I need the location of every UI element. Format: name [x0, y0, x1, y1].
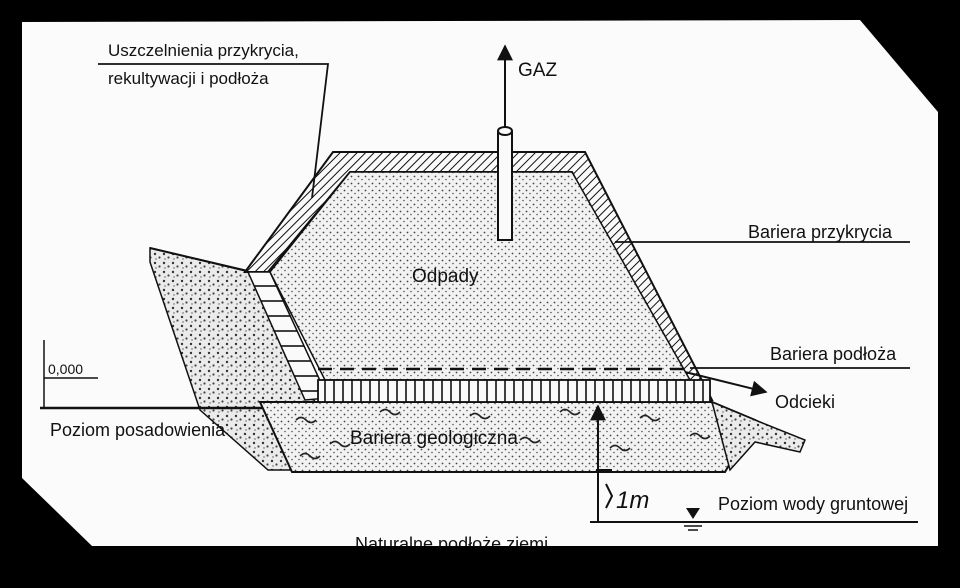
elevation-zero-label: 0,000	[48, 361, 83, 377]
bottom-frame-edge	[0, 546, 960, 588]
right-natural-slope	[710, 400, 806, 472]
cover-barrier-label: Bariera przykrycia	[748, 222, 893, 242]
sealing-leader-line	[98, 63, 330, 199]
waste-body	[269, 171, 692, 381]
one-meter-dimension	[590, 404, 614, 522]
gas-label: GAZ	[518, 60, 557, 81]
sealing-label-line1: Uszczelnienia przykrycia,	[108, 41, 299, 60]
geological-wave-marks	[295, 408, 711, 460]
leachate-label: Odcieki	[775, 392, 835, 412]
foundation-level-label: Poziom posadowienia	[50, 420, 226, 440]
bottom-left-corner-fold	[22, 478, 92, 546]
sealing-label-line2: rekultywacji i podłoża	[108, 69, 269, 88]
base-barrier-layer	[317, 379, 711, 403]
left-ground-edge	[149, 247, 253, 273]
groundwater-marker-icon	[686, 508, 700, 519]
gas-vent-pipe	[497, 126, 513, 241]
one-meter-label: 1m	[616, 487, 649, 514]
leachate-arrow	[684, 371, 768, 397]
geological-barrier-label: Bariera geologiczna	[350, 428, 518, 449]
groundwater-level-label: Poziom wody gruntowej	[718, 494, 908, 514]
base-barrier-label: Bariera podłoża	[770, 344, 897, 364]
waste-label: Odpady	[412, 266, 479, 287]
